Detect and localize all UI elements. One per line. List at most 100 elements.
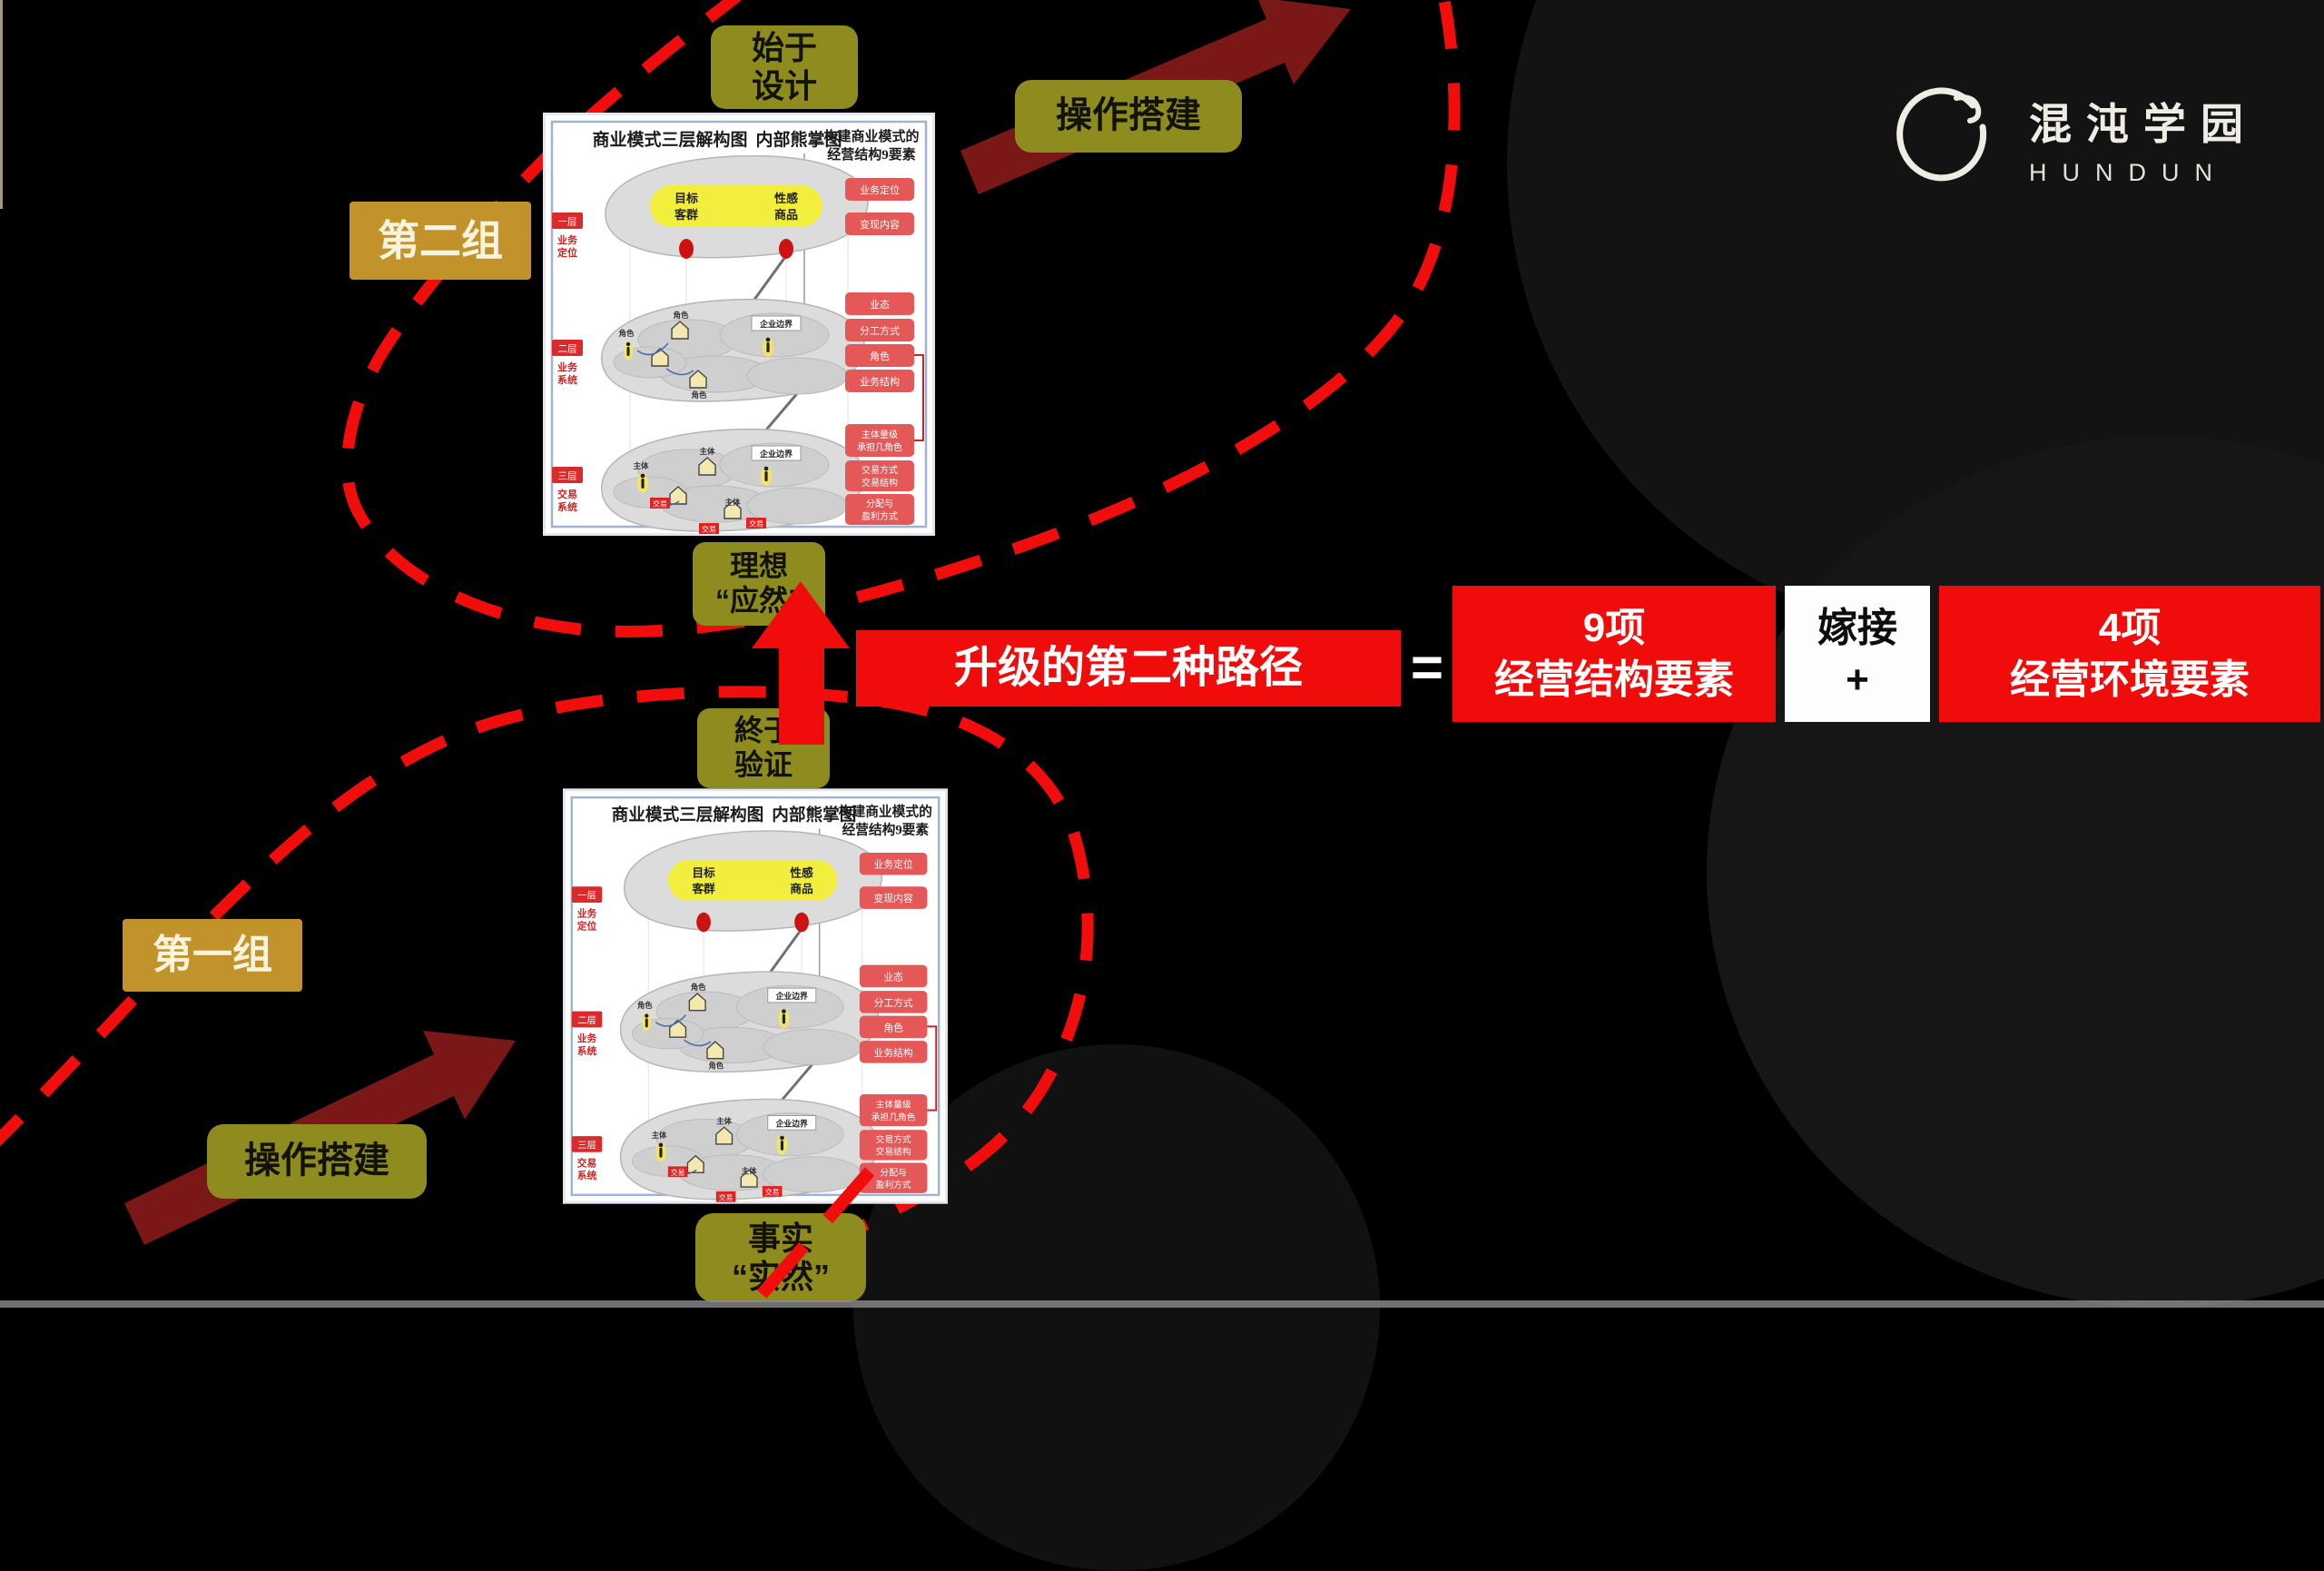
layer-tag-2: 二层 业务 系统: [552, 340, 583, 386]
svg-text:业务结构: 业务结构: [860, 375, 900, 388]
layer2-flow-arrows: [655, 1014, 712, 1047]
boundary-label-box-l3: [751, 445, 802, 461]
band-left-1: 目标: [675, 192, 698, 205]
band-right-1: 性感: [774, 192, 798, 205]
svg-text:业务: 业务: [577, 1033, 597, 1044]
path-title-banner: 升级的第二种路径: [856, 630, 1401, 706]
trade-tag-label-1: 交易: [653, 499, 667, 509]
role-label-3: 角色: [708, 1062, 724, 1071]
svg-text:盈利方式: 盈利方式: [876, 1179, 911, 1191]
svg-text:业务定位: 业务定位: [860, 183, 900, 196]
layer-tag-3: 三层 交易 系统: [552, 467, 583, 513]
left-edge-line: [0, 0, 3, 209]
layer-tag-3: 三层 交易 系统: [571, 1136, 603, 1181]
label-fact: 事实 “实然”: [695, 1213, 866, 1302]
svg-text:主体量级: 主体量级: [862, 430, 898, 440]
svg-text:分工方式: 分工方式: [860, 324, 900, 337]
svg-text:分工方式: 分工方式: [874, 997, 913, 1009]
panel-title-left: 商业模式三层解构图: [592, 129, 747, 150]
role-label-3: 角色: [691, 390, 707, 400]
brand-name-cn: 混沌学园: [2029, 102, 2258, 149]
trade-tag-label-2: 交易: [702, 525, 716, 534]
svg-text:角色: 角色: [883, 1022, 903, 1033]
trade-tag-label-1: 交易: [671, 1168, 685, 1177]
layer-tag-2: 二层 业务 系统: [571, 1011, 603, 1057]
boundary-label-box-l2: [767, 987, 817, 1003]
red-node-left: [679, 239, 694, 259]
business-model-diagram: 商业模式三层解构图 内部熊掌图 构建商业模式的 经营结构9要素 目标 客群 性感…: [543, 113, 935, 536]
business-model-diagram: 商业模式三层解构图 内部熊掌图 构建商业模式的 经营结构9要素 目标 客群 性感…: [563, 788, 948, 1204]
svg-text:承担几角色: 承担几角色: [872, 1111, 916, 1122]
svg-text:二层: 二层: [558, 344, 577, 355]
svg-text:业务: 业务: [577, 908, 597, 920]
boundary-label-l3: 企业边界: [759, 449, 793, 459]
band-left-2: 客群: [692, 882, 715, 895]
svg-text:系统: 系统: [577, 1045, 597, 1057]
layer3-person: [637, 466, 772, 493]
svg-text:交易: 交易: [577, 1157, 597, 1169]
element-pill-column: 业务定位 变现内容 业态 分工方式 角色 业务结构 主体量级 承担几角色 交易方…: [859, 852, 938, 1193]
svg-text:三层: 三层: [577, 1140, 596, 1151]
boundary-label-box-l2: [751, 315, 802, 331]
subject-label-3: 主体: [742, 1166, 757, 1175]
brand-name-en: HUNDUN: [2029, 159, 2228, 186]
band-left-1: 目标: [692, 865, 715, 879]
label-build-bottom: 操作搭建: [207, 1124, 427, 1199]
role-label-1: 角色: [691, 983, 706, 992]
layer2-person: [624, 337, 773, 360]
svg-text:承担几角色: 承担几角色: [857, 441, 902, 453]
dashed-loop-top: [341, 0, 1461, 637]
svg-text:业态: 业态: [870, 299, 890, 311]
subject-label-2: 主体: [652, 1131, 667, 1140]
boundary-label-l3: 企业边界: [775, 1118, 808, 1128]
hundun-logo: 混沌学园 HUNDUN: [1893, 82, 2258, 194]
trade-tag-label-2: 交易: [719, 1192, 734, 1201]
panel-title-right: 内部熊掌图: [772, 805, 856, 825]
band-left-2: 客群: [675, 208, 698, 222]
role-label-1: 角色: [673, 311, 689, 320]
svg-text:二层: 二层: [577, 1015, 596, 1026]
label-end-verify: 終于 验证: [697, 708, 830, 788]
svg-text:变现内容: 变现内容: [874, 893, 913, 904]
panel-title-left: 商业模式三层解构图: [612, 805, 764, 825]
svg-text:三层: 三层: [558, 471, 577, 482]
panel-col-header-1: 构建商业模式的: [839, 804, 932, 820]
svg-text:业态: 业态: [883, 971, 903, 983]
svg-text:交易方式: 交易方式: [876, 1133, 911, 1145]
svg-text:盈利方式: 盈利方式: [862, 510, 898, 522]
layer3-houses: [669, 457, 742, 519]
four-elements-box: 4项 经营环境要素: [1939, 586, 2320, 722]
svg-text:系统: 系统: [557, 373, 577, 386]
svg-text:定位: 定位: [576, 920, 597, 932]
panel-title-right: 内部熊掌图: [755, 129, 842, 150]
bottom-progress-strip: [0, 1300, 2324, 1308]
label-start-design: 始于 设计: [711, 25, 858, 109]
trade-tags: [650, 498, 766, 534]
subject-label-2: 主体: [633, 461, 649, 470]
svg-text:业务结构: 业务结构: [874, 1047, 913, 1059]
layer2-person: [642, 1008, 790, 1032]
hundun-enso-icon: [1896, 87, 1987, 182]
panel-col-header-1: 构建商业模式的: [823, 128, 919, 144]
role-label-2: 角色: [618, 329, 635, 338]
svg-text:变现内容: 变现内容: [860, 218, 900, 231]
panel-col-header-2: 经营结构9要素: [827, 146, 916, 163]
nine-elements-box: 9项 经营结构要素: [1452, 586, 1776, 722]
element-pill-column: 业务定位 变现内容 业态 分工方式 角色 业务结构 主体量级 承担几角色 交易方…: [845, 178, 924, 525]
pill-bracket: [914, 354, 924, 441]
layer3-person: [655, 1135, 788, 1162]
svg-text:分配与: 分配与: [866, 499, 893, 509]
boundary-label-l2: 企业边界: [759, 319, 793, 329]
pill-bracket: [927, 1025, 938, 1112]
diagram-panel-bottom: 商业模式三层解构图 内部熊掌图 构建商业模式的 经营结构9要素 目标 客群 性感…: [563, 779, 948, 1213]
svg-text:一层: 一层: [558, 217, 577, 228]
svg-text:业务: 业务: [557, 233, 578, 246]
subject-label-3: 主体: [724, 498, 741, 507]
svg-text:交易: 交易: [557, 488, 577, 500]
layer2-cells: [613, 312, 848, 395]
label-ideal: 理想 “应然”: [693, 542, 825, 626]
svg-text:一层: 一层: [577, 891, 596, 902]
positioning-band: [667, 859, 838, 901]
role-label-2: 角色: [637, 1001, 653, 1010]
